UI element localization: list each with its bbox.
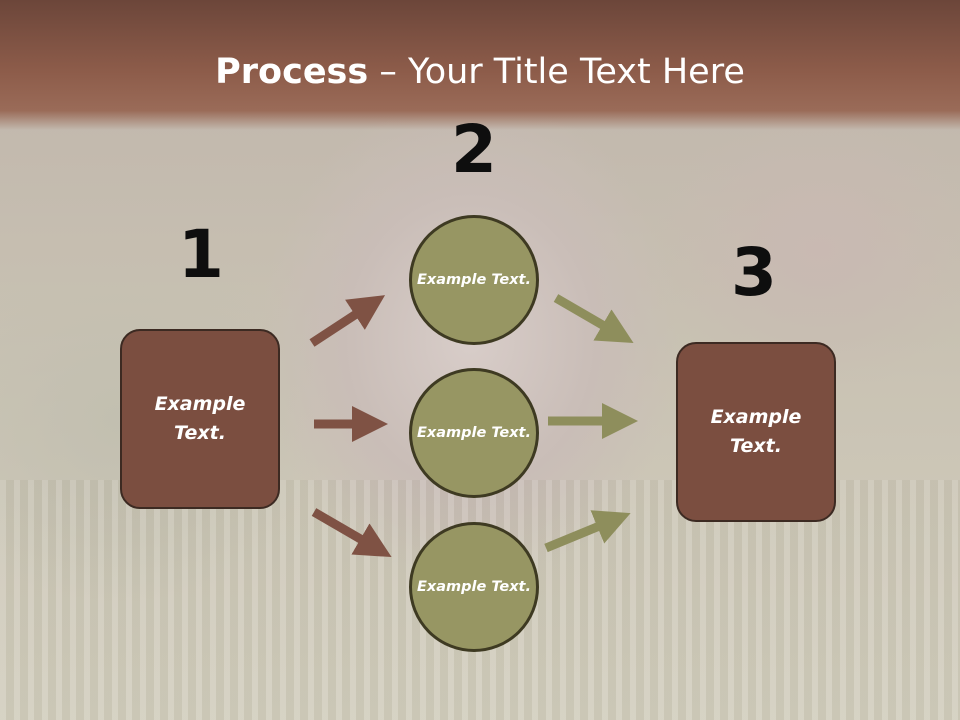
arrow-from-circle-1 xyxy=(553,294,634,344)
title-bold: Process xyxy=(215,52,369,92)
step-number-2: 2 xyxy=(451,111,497,188)
circle-1-text: Example Text. xyxy=(416,271,532,288)
slide-title[interactable]: Process – Your Title Text Here xyxy=(0,52,960,92)
title-rest: – Your Title Text Here xyxy=(368,52,745,92)
middle-circle-2[interactable]: Example Text. xyxy=(409,368,539,498)
title-band xyxy=(0,0,960,130)
circle-2-text: Example Text. xyxy=(416,424,532,441)
middle-circle-1[interactable]: Example Text. xyxy=(409,215,539,345)
circle-3-text: Example Text. xyxy=(416,578,532,595)
arrow-to-circle-1 xyxy=(309,295,386,347)
left-step-text: Example Text. xyxy=(154,393,246,444)
step-number-1: 1 xyxy=(178,216,224,293)
middle-circle-3[interactable]: Example Text. xyxy=(409,522,539,652)
right-step-text: Example Text. xyxy=(710,406,802,457)
arrow-to-circle-3 xyxy=(311,508,392,558)
right-step-box[interactable]: Example Text. xyxy=(676,342,836,522)
arrow-from-circle-3 xyxy=(544,510,631,553)
step-number-3: 3 xyxy=(731,234,777,311)
left-step-box[interactable]: Example Text. xyxy=(120,329,280,509)
